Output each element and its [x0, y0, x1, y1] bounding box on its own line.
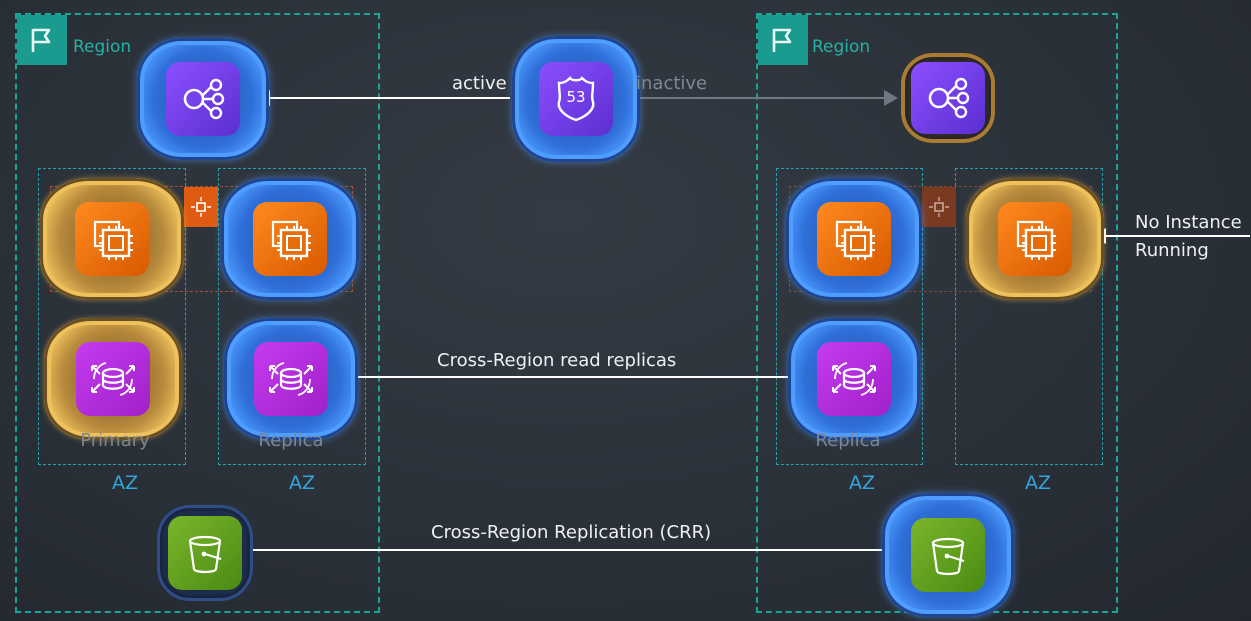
ec2-chip-icon — [75, 202, 149, 276]
az-label: AZ — [288, 472, 315, 494]
ec2-active-left[interactable] — [221, 178, 359, 300]
db-replica-label: Replica — [258, 430, 324, 451]
active-label: active — [452, 73, 507, 94]
s3-bucket-icon — [911, 518, 985, 592]
rds-database-icon — [76, 342, 150, 416]
placement-group-icon — [184, 187, 218, 227]
flag-icon — [17, 15, 67, 65]
az-label: AZ — [111, 472, 138, 494]
load-balancer-inactive[interactable] — [901, 53, 995, 143]
ec2-chip-icon — [998, 202, 1072, 276]
db-replica-label: Replica — [815, 430, 881, 451]
az-box-right-1 — [776, 168, 923, 465]
ec2-not-running[interactable] — [966, 178, 1104, 300]
route53-badge: 53 — [566, 88, 586, 106]
az-box-left-2 — [218, 168, 366, 465]
load-balancer-active[interactable] — [137, 38, 269, 160]
az-box-right-2 — [955, 168, 1103, 465]
az-label: AZ — [1024, 472, 1051, 494]
inactive-label: inactive — [636, 73, 708, 94]
route53-icon — [539, 62, 613, 136]
s3-bucket-icon — [168, 516, 242, 590]
ec2-active-right[interactable] — [786, 178, 922, 300]
callout-line1: No Instance — [1135, 212, 1242, 233]
rds-database-icon — [254, 342, 328, 416]
rds-replica-left[interactable] — [224, 318, 358, 440]
load-balancer-icon — [911, 62, 985, 134]
ec2-standby-left[interactable] — [40, 178, 184, 300]
ec2-chip-icon — [253, 202, 327, 276]
crr-label: Cross-Region Replication (CRR) — [431, 522, 712, 543]
s3-bucket-destination[interactable] — [882, 493, 1014, 617]
inactive-arrowhead — [884, 90, 898, 106]
read-replicas-label: Cross-Region read replicas — [437, 350, 677, 371]
rds-replica-right[interactable] — [788, 318, 920, 440]
rds-primary[interactable] — [44, 318, 182, 440]
ec2-chip-icon — [817, 202, 891, 276]
s3-bucket-source[interactable] — [157, 505, 253, 601]
region-left: Region — [15, 13, 380, 613]
load-balancer-icon — [166, 62, 240, 136]
rds-database-icon — [817, 342, 891, 416]
placement-group-icon — [922, 187, 956, 227]
route53-dns[interactable]: 53 — [512, 36, 640, 162]
callout-line2: Running — [1135, 240, 1209, 261]
region-label: Region — [73, 37, 132, 57]
az-box-left-1 — [38, 168, 186, 465]
region-label: Region — [812, 37, 871, 57]
db-primary-label: Primary — [80, 430, 150, 451]
az-label: AZ — [848, 472, 875, 494]
flag-icon — [758, 15, 808, 65]
